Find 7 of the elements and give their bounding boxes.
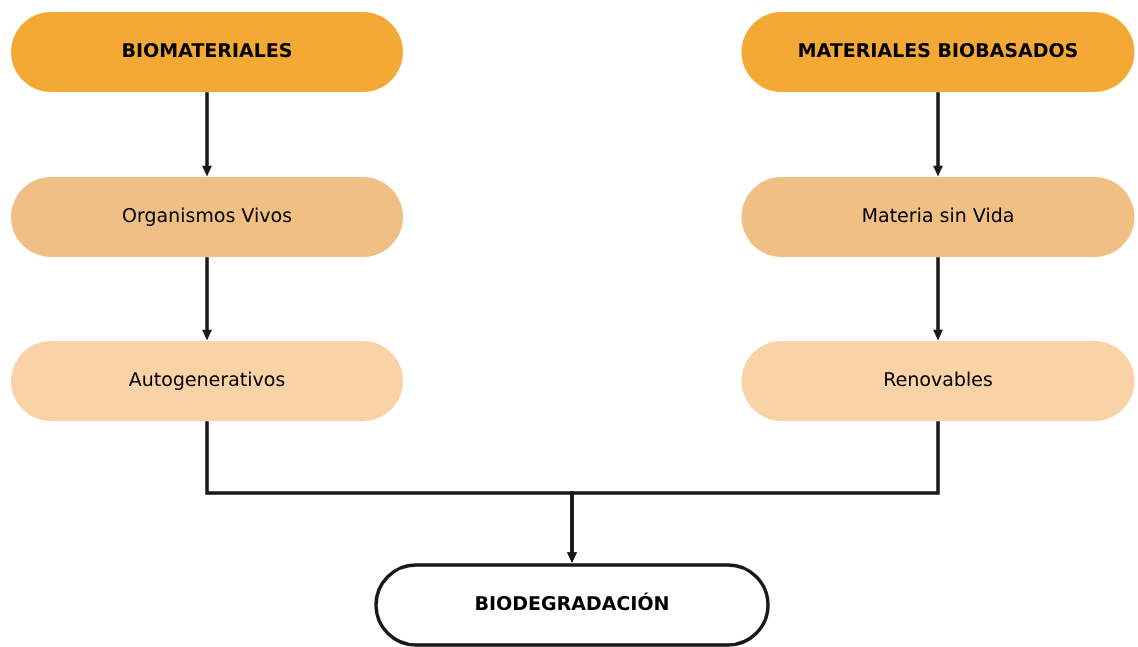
process-box: Autogenerativos — [11, 341, 403, 421]
process-box: Materia sin Vida — [741, 177, 1135, 257]
process-box: Renovables — [741, 341, 1135, 421]
terminal-box: BIODEGRADACIÓN — [374, 563, 770, 647]
heading-box: MATERIALES BIOBASADOS — [741, 12, 1135, 92]
heading-box: BIOMATERIALES — [11, 12, 403, 92]
process-box: Organismos Vivos — [11, 177, 403, 257]
